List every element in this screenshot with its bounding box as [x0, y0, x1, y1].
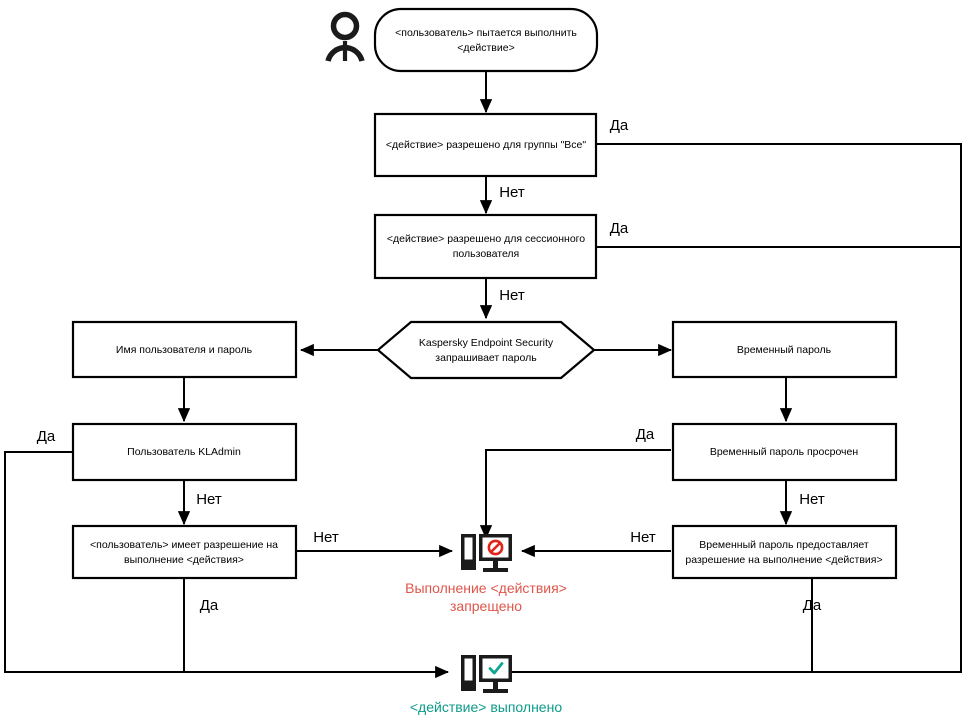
node-start[interactable]: <пользователь> пытается выполнить <дейст… [373, 7, 599, 73]
edge-label-session-user-yes: Да [610, 220, 629, 237]
person-icon [325, 11, 365, 62]
node-temp-password-grants-label-line2: разрешение на выполнение <действия> [685, 554, 882, 566]
result-denied-label-line2: запрещено [450, 598, 522, 614]
edge-label-kladmin-yes: Да [37, 428, 56, 445]
edge-expired-yes-to-denied [479, 449, 671, 540]
node-kes-asks-password-label-line1: Kaspersky Endpoint Security [419, 337, 554, 349]
result-done[interactable]: <действие> выполнено [410, 655, 562, 715]
node-user-has-permission-label-line2: выполнение <действия> [124, 554, 244, 566]
edge-label-expired-no: Нет [799, 491, 825, 508]
result-done-label: <действие> выполнено [410, 699, 562, 715]
node-kladmin-user-label: Пользователь KLAdmin [127, 446, 241, 458]
node-temporary-password-label: Временный пароль [737, 344, 832, 356]
node-temporary-password[interactable]: Временный пароль [671, 320, 898, 379]
node-kes-asks-password-label-line2: запрашивает пароль [435, 352, 537, 364]
edge-label-user-permission-no: Нет [313, 529, 339, 546]
monitor-check-icon [461, 655, 512, 693]
node-kladmin-user[interactable]: Пользователь KLAdmin [71, 422, 298, 482]
edge-label-allowed-everyone-yes: Да [610, 117, 629, 134]
node-user-has-permission-label-line1: <пользователь> имеет разрешение на [90, 539, 278, 551]
result-denied[interactable]: Выполнение <действия> запрещено [405, 534, 567, 614]
node-allowed-session-user[interactable]: <действие> разрешено для сессионного пол… [373, 213, 598, 280]
node-allowed-session-user-label-line1: <действие> разрешено для сессионного [387, 233, 585, 245]
edge-label-grants-no: Нет [630, 529, 656, 546]
edge-label-user-permission-yes: Да [200, 597, 219, 614]
node-allowed-session-user-label-line2: пользователя [453, 248, 520, 260]
node-temp-password-expired[interactable]: Временный пароль просрочен [671, 422, 898, 482]
edge-label-session-user-no: Нет [499, 287, 525, 304]
edge-allowed-everyone-yes-to-done [479, 143, 962, 679]
edge-kladmin-yes-to-done [4, 451, 450, 679]
node-user-has-permission[interactable]: <пользователь> имеет разрешение на выпол… [71, 524, 298, 580]
node-start-label-line2: <действие> [457, 42, 514, 54]
node-kes-asks-password[interactable]: Kaspersky Endpoint Security запрашивает … [376, 320, 596, 380]
edge-label-expired-yes: Да [636, 426, 655, 443]
monitor-denied-icon [461, 534, 512, 572]
edge-label-allowed-everyone-no: Нет [499, 184, 525, 201]
result-denied-label-line1: Выполнение <действия> [405, 580, 567, 596]
edge-label-grants-yes: Да [803, 597, 822, 614]
node-username-password-label: Имя пользователя и пароль [116, 344, 253, 356]
node-allowed-everyone-label: <действие> разрешено для группы "Все" [386, 139, 587, 151]
edge-label-kladmin-no: Нет [196, 491, 222, 508]
node-temp-password-grants-label-line1: Временный пароль предоставляет [699, 539, 869, 551]
node-temp-password-grants[interactable]: Временный пароль предоставляет разрешени… [671, 524, 898, 580]
node-username-password[interactable]: Имя пользователя и пароль [71, 320, 298, 379]
node-start-label-line1: <пользователь> пытается выполнить [395, 27, 577, 39]
node-allowed-everyone[interactable]: <действие> разрешено для группы "Все" [373, 112, 598, 178]
node-temp-password-expired-label: Временный пароль просрочен [710, 446, 859, 458]
